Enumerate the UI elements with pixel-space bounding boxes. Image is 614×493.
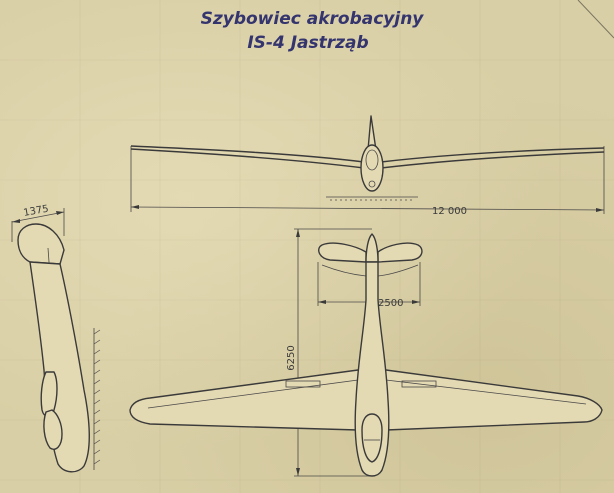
drawing-title-line1: Szybowiec akrobacyjny <box>201 9 425 29</box>
drawing-title-line2: IS-4 Jastrząb <box>247 33 368 53</box>
paper-fold-mark <box>577 0 614 39</box>
tail-span-dimension-label: 2500 <box>378 298 403 309</box>
length-dimension-label: 6250 <box>286 345 297 370</box>
wingspan-dimension-label: 12 000 <box>432 206 467 217</box>
top-view <box>129 228 603 477</box>
front-view <box>130 115 605 214</box>
side-view <box>11 208 101 473</box>
height-dimension-label: 1375 <box>23 204 50 219</box>
